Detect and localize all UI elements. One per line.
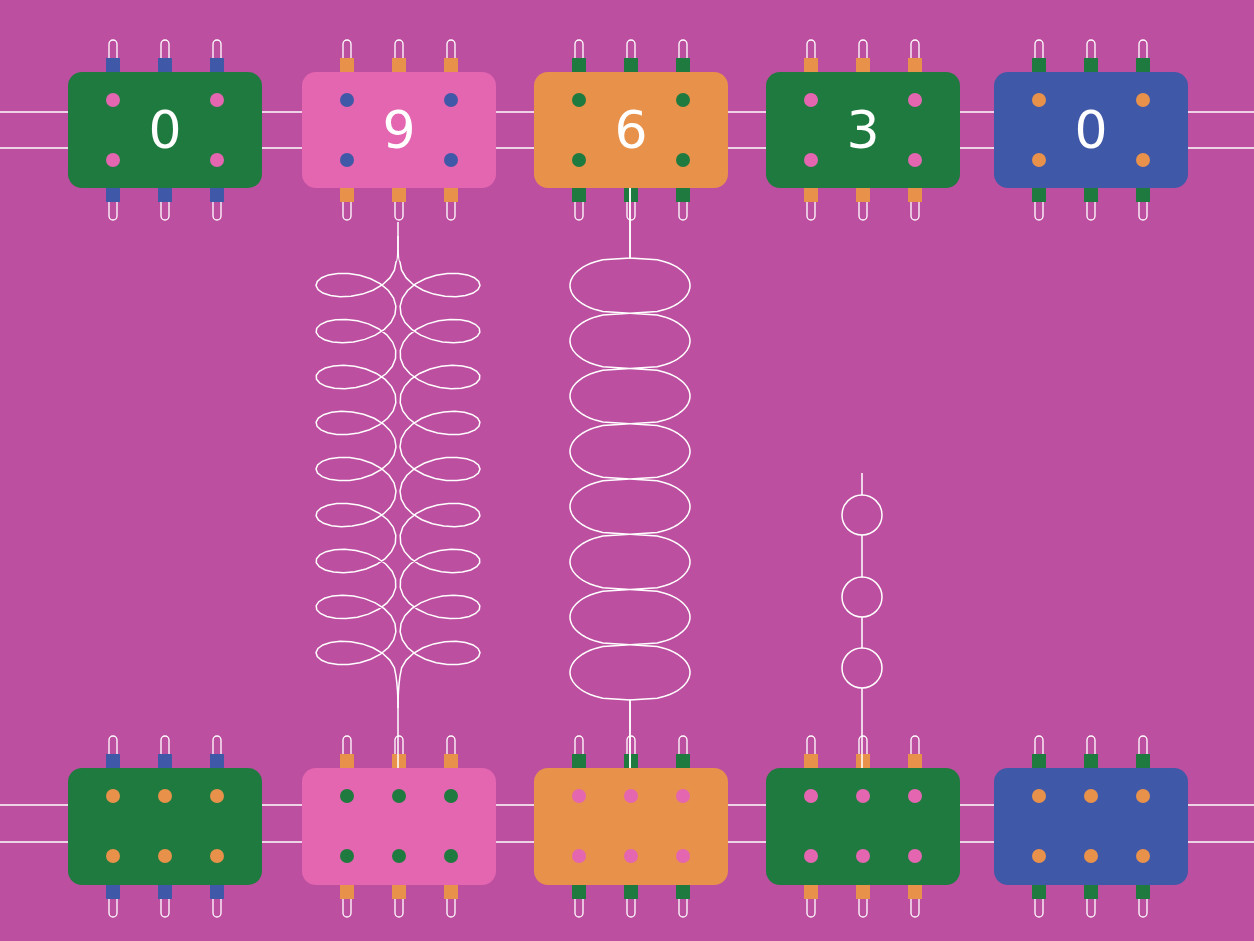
chip-dot [856,789,870,803]
chip-dot [1136,849,1150,863]
bead [842,648,882,688]
chip-dot [444,93,458,107]
chip-dot [210,93,224,107]
chip-dot [1136,93,1150,107]
chip-dot [908,93,922,107]
chip-dot [1136,153,1150,167]
chip-dot [444,789,458,803]
chip-dot [1032,93,1046,107]
chip-dot [676,849,690,863]
chip-body [534,768,728,885]
serpentine-trace [630,188,690,768]
serpentine-trace [570,188,630,768]
chip-dot [1136,789,1150,803]
bead-trace [861,473,863,768]
coil-trace [398,236,480,708]
chip-body [302,768,496,885]
chip-dot [572,789,586,803]
chip-dot [572,849,586,863]
chip-dot [804,153,818,167]
chip-dot [676,789,690,803]
chip-dot [340,849,354,863]
chip-dot [340,153,354,167]
chip-dot [340,789,354,803]
chip-dot [908,153,922,167]
chip-box: 3 [766,72,960,188]
chip-dot [908,849,922,863]
chip-dot [624,849,638,863]
chip-number: 0 [1074,104,1107,156]
chip-box: 0 [68,72,262,188]
chip-dot [572,93,586,107]
chip-dot [804,849,818,863]
chip-dot [106,849,120,863]
chip-dot [804,789,818,803]
chip-box: 0 [994,72,1188,188]
chip-dot [676,93,690,107]
chip-number: 6 [614,104,647,156]
chip-box: 6 [534,72,728,188]
chip-dot [572,153,586,167]
chip-dot [340,93,354,107]
chip-dot [908,789,922,803]
chip-dot [106,93,120,107]
chip-box: 9 [302,72,496,188]
chip-dot [444,849,458,863]
chip-body [994,768,1188,885]
chip-dot [856,849,870,863]
chip-number: 0 [148,104,181,156]
coil-trace [316,222,398,768]
chip-dot [210,153,224,167]
chip-dot [158,789,172,803]
chip-dot [106,789,120,803]
chip-dot [624,789,638,803]
bead [842,495,882,535]
chip-dot [676,153,690,167]
chip-dot [1084,849,1098,863]
chip-dot [804,93,818,107]
chip-dot [210,849,224,863]
chip-dot [1032,849,1046,863]
chip-body [68,768,262,885]
chip-dot [1032,153,1046,167]
chip-dot [392,849,406,863]
chip-number: 9 [382,104,415,156]
chip-number: 3 [846,104,879,156]
chip-dot [158,849,172,863]
chip-body [766,768,960,885]
bead [842,577,882,617]
chip-dot [392,789,406,803]
chip-dot [1032,789,1046,803]
chip-dot [1084,789,1098,803]
chip-dot [444,153,458,167]
chip-dot [210,789,224,803]
chip-dot [106,153,120,167]
